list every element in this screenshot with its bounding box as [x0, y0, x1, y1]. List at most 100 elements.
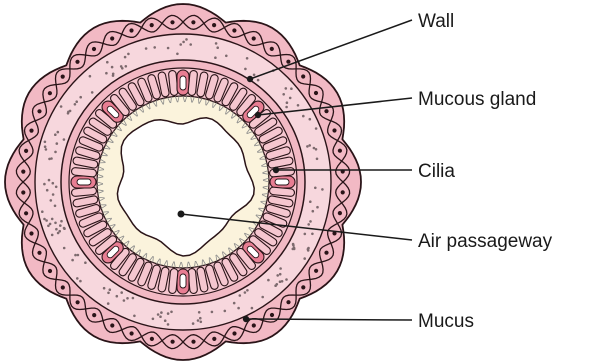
submucosa-dot — [312, 210, 315, 213]
wall-cell-dot — [341, 190, 345, 194]
submucosa-dot — [54, 133, 57, 136]
submucosa-dot — [79, 96, 82, 99]
submucosa-dot — [197, 319, 200, 322]
wall-cell-dot — [171, 340, 175, 344]
wall-cell-dot — [301, 285, 305, 289]
submucosa-dot — [63, 247, 66, 250]
wall-cell-dot — [286, 60, 290, 64]
submucosa-dot — [59, 224, 62, 227]
submucosa-dot — [167, 323, 170, 326]
submucosa-dot — [308, 144, 311, 147]
wall-cell-dot — [338, 211, 342, 215]
submucosa-dot — [215, 42, 218, 45]
submucosa-dot — [125, 65, 128, 68]
submucosa-dot — [189, 43, 192, 46]
submucosa-dot — [51, 234, 54, 237]
wall-cell-dot — [314, 269, 318, 273]
wall-cell-dot — [212, 23, 216, 27]
submucosa-dot — [109, 288, 112, 291]
submucosa-dot — [77, 254, 80, 257]
wall-cell-dot — [338, 149, 342, 153]
submucosa-dot — [44, 145, 47, 148]
submucosa-dot — [63, 227, 66, 230]
submucosa-dot — [57, 131, 60, 134]
submucosa-dot — [48, 179, 51, 182]
label-air-passageway: Air passageway — [418, 231, 553, 252]
submucosa-dot — [279, 280, 282, 283]
submucosa-dot — [89, 75, 92, 78]
submucosa-dot — [84, 261, 87, 264]
submucosa-dot — [60, 220, 63, 223]
submucosa-dot — [45, 148, 48, 151]
submucosa-dot — [120, 291, 123, 294]
submucosa-dot — [267, 279, 270, 282]
submucosa-dot — [185, 38, 188, 41]
submucosa-dot — [261, 296, 264, 299]
submucosa-dot — [289, 97, 292, 100]
submucosa-dot — [297, 104, 300, 107]
submucosa-dot — [105, 72, 108, 75]
cilium — [261, 166, 267, 167]
submucosa-dot — [145, 47, 148, 50]
submucosa-dot — [167, 47, 170, 50]
label-wall: Wall — [418, 11, 454, 32]
submucosa-dot — [286, 101, 289, 104]
wall-cell-dot — [270, 47, 274, 51]
submucosa-dot — [106, 61, 109, 64]
submucosa-dot — [304, 233, 307, 236]
submucosa-dot — [316, 206, 319, 209]
mucous-gland-cell — [270, 176, 295, 188]
wall-cell-dot — [332, 128, 336, 132]
submucosa-dot — [76, 277, 79, 280]
submucosa-dot — [116, 295, 119, 298]
mucous-gland-cell — [177, 269, 189, 294]
submucosa-dot — [225, 55, 228, 58]
submucosa-dot — [239, 294, 242, 297]
submucosa-dot — [44, 141, 47, 144]
submucosa-dot — [253, 74, 256, 77]
submucosa-dot — [224, 310, 227, 313]
submucosa-dot — [50, 199, 53, 202]
wall-cell-dot — [61, 285, 65, 289]
wall-cell-dot — [37, 251, 41, 255]
submucosa-dot — [182, 41, 185, 44]
wall-cell-dot — [21, 170, 25, 174]
submucosa-dot — [211, 311, 214, 314]
submucosa-dot — [133, 315, 136, 318]
submucosa-dot — [257, 79, 260, 82]
wall-cell-dot — [61, 75, 65, 79]
submucosa-dot — [246, 57, 249, 60]
cilium — [167, 260, 168, 266]
submucosa-dot — [316, 158, 319, 161]
submucosa-dot — [103, 287, 106, 290]
label-cilia: Cilia — [418, 161, 455, 182]
submucosa-dot — [285, 87, 288, 90]
submucosa-dot — [170, 311, 173, 314]
submucosa-dot — [179, 43, 182, 46]
gland-nucleus — [275, 179, 289, 185]
submucosa-dot — [282, 93, 285, 96]
submucosa-dot — [153, 46, 156, 49]
submucosa-dot — [63, 138, 66, 141]
wall-cell-dot — [76, 300, 80, 304]
submucosa-dot — [199, 317, 202, 320]
submucosa-dot — [160, 311, 163, 314]
submucosa-dot — [315, 127, 318, 130]
wall-cell-dot — [48, 269, 52, 273]
wall-cell-dot — [37, 109, 41, 113]
wall-cell-dot — [24, 149, 28, 153]
submucosa-dot — [290, 87, 293, 90]
gland-nucleus — [180, 76, 186, 90]
submucosa-dot — [303, 257, 306, 260]
wall-cell-dot — [191, 20, 195, 24]
wall-cell-dot — [24, 211, 28, 215]
submucosa-dot — [127, 53, 130, 56]
gland-nucleus — [77, 179, 91, 185]
wall-cell-dot — [110, 36, 114, 40]
submucosa-dot — [237, 307, 240, 310]
submucosa-dot — [276, 283, 279, 286]
submucosa-dot — [321, 188, 324, 191]
submucosa-dot — [58, 230, 61, 233]
submucosa-dot — [157, 313, 160, 316]
submucosa-dot — [164, 319, 167, 322]
